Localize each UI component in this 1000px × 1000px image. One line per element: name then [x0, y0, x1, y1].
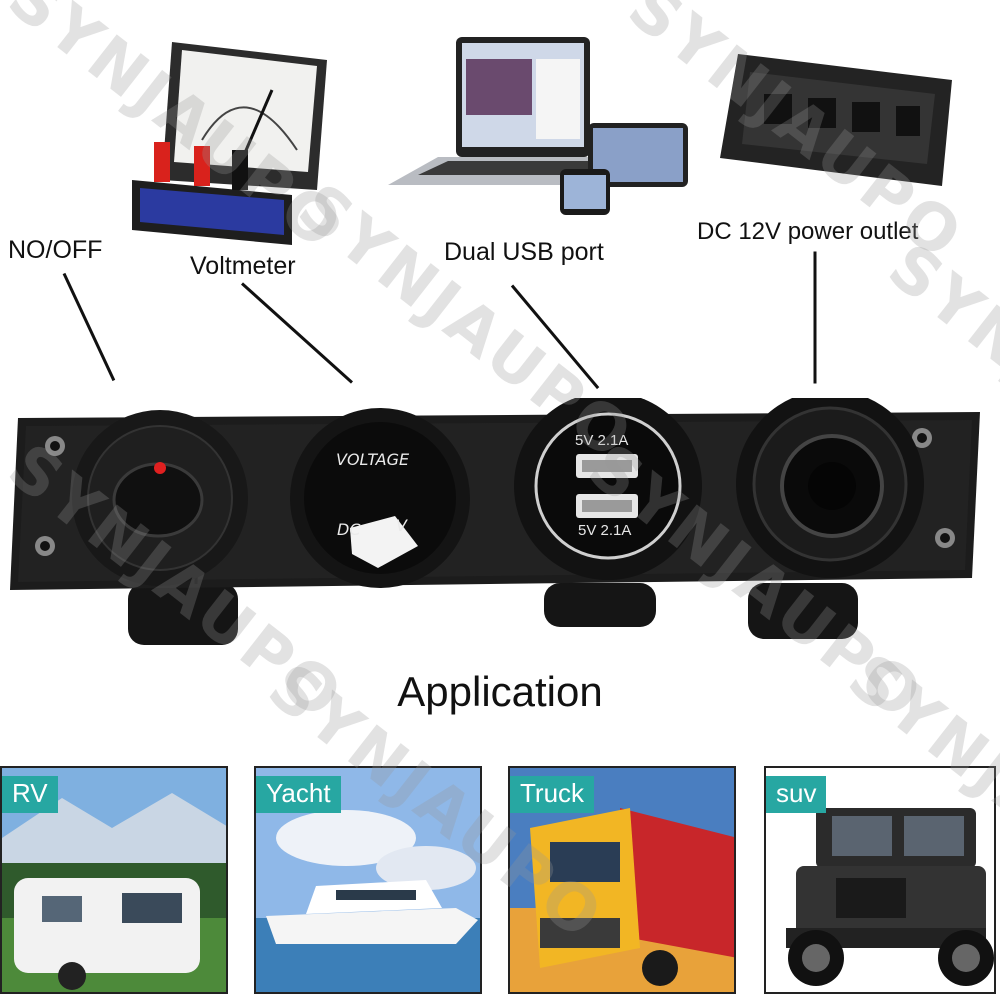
- label-voltmeter: Voltmeter: [190, 252, 296, 280]
- vehicle-photo-suv: suv: [764, 766, 996, 994]
- leader-line-outlet: [813, 251, 817, 384]
- label-switch: NO/OFF: [8, 236, 103, 264]
- usb-top-rating: 5V 2.1A: [575, 432, 629, 449]
- label-outlet: DC 12V power outlet: [697, 218, 919, 245]
- voltmeter-dc-text: DC: [337, 520, 361, 539]
- leader-line-usb: [510, 284, 600, 390]
- power-outlet-panel-image: [720, 54, 952, 186]
- label-usb: Dual USB port: [444, 238, 604, 266]
- switch-panel: [10, 398, 980, 645]
- vehicle-tag-rv: RV: [2, 776, 58, 813]
- leader-line-switch: [62, 272, 116, 382]
- vehicle-photo-yacht: Yacht: [254, 766, 482, 994]
- vehicle-photo-truck: Truck: [508, 766, 736, 994]
- laptop-tablet-phone-image: [388, 37, 688, 215]
- yacht-scene-image: [256, 768, 480, 992]
- application-title: Application: [397, 668, 603, 715]
- voltmeter-v-text: V: [396, 516, 407, 535]
- vehicle-tag-suv: suv: [766, 776, 827, 813]
- usb-bottom-rating: 5V 2.1A: [578, 522, 632, 539]
- analog-meter-image: [132, 42, 327, 245]
- leader-line-voltmeter: [240, 282, 353, 384]
- vehicle-tag-truck: Truck: [510, 776, 595, 813]
- vehicle-tag-yacht: Yacht: [256, 776, 341, 813]
- voltmeter-voltage-text: VOLTAGE: [336, 450, 410, 469]
- suv-scene-image: [766, 768, 994, 992]
- vehicle-photo-rv: RV: [0, 766, 228, 994]
